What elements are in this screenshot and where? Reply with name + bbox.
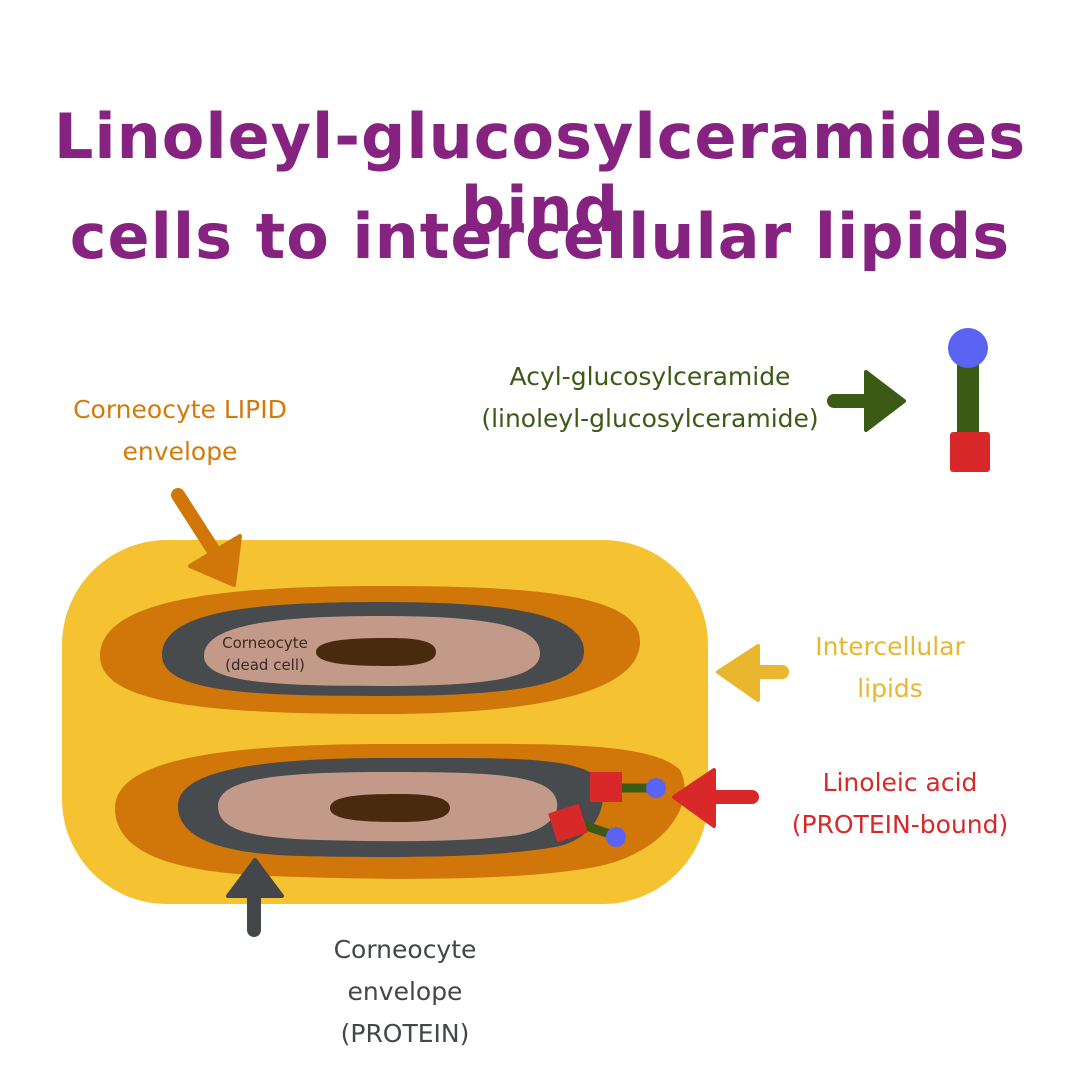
title-line-1: Linoleyl-glucosylceramides bind	[53, 100, 1027, 246]
linoleic-label-line2: (PROTEIN-bound)	[791, 810, 1009, 839]
acyl-glucosylceramide-label: Acyl-glucosylceramide (linoleyl-glucosyl…	[455, 356, 845, 440]
corneocyte-envelope-arrow-icon	[226, 858, 284, 937]
intercellular-label-line2: lipids	[857, 674, 923, 703]
acyl-label-line2: (linoleyl-glucosylceramide)	[481, 404, 819, 433]
title-line-2: cells to intercellular lipids	[69, 200, 1011, 273]
intercellular-arrow-icon	[716, 644, 789, 702]
linoleic-label-line1: Linoleic acid	[822, 768, 978, 797]
corneocyte-envelope-label-line1: Corneocyte	[333, 935, 477, 964]
acyl-glucosylceramide-molecule-icon	[948, 328, 990, 472]
nucleus-top	[316, 638, 436, 666]
corneocyte-label: Corneocyte (dead cell)	[195, 632, 335, 676]
lipid-envelope-label-line2: envelope	[122, 437, 238, 466]
nucleus-bottom	[330, 794, 450, 822]
lipid-envelope-arrow-icon	[171, 488, 242, 587]
corneocyte-envelope-label-line2: envelope	[347, 977, 463, 1006]
protein-bound-linoleic-acid-2	[548, 803, 626, 847]
corneocyte-label-line2: (dead cell)	[225, 656, 305, 674]
corneocyte-top	[100, 586, 641, 714]
lipid-envelope-label: Corneocyte LIPID envelope	[30, 389, 330, 473]
intercellular-lipids-label: Intercellular lipids	[790, 626, 990, 710]
linoleic-arrow-icon	[672, 768, 759, 828]
linoleic-acid-label: Linoleic acid (PROTEIN-bound)	[765, 762, 1035, 846]
corneocyte-envelope-label-line3: (PROTEIN)	[340, 1019, 470, 1048]
corneocyte-label-line1: Corneocyte	[222, 634, 308, 652]
intercellular-label-line1: Intercellular	[815, 632, 965, 661]
corneocyte-bottom	[115, 743, 685, 879]
acyl-arrow-icon	[827, 370, 906, 432]
acyl-label-line1: Acyl-glucosylceramide	[509, 362, 791, 391]
lipid-envelope-label-line1: Corneocyte LIPID	[73, 395, 287, 424]
corneocyte-envelope-label: Corneocyte envelope (PROTEIN)	[280, 929, 530, 1055]
protein-bound-linoleic-acid-1	[590, 772, 666, 802]
